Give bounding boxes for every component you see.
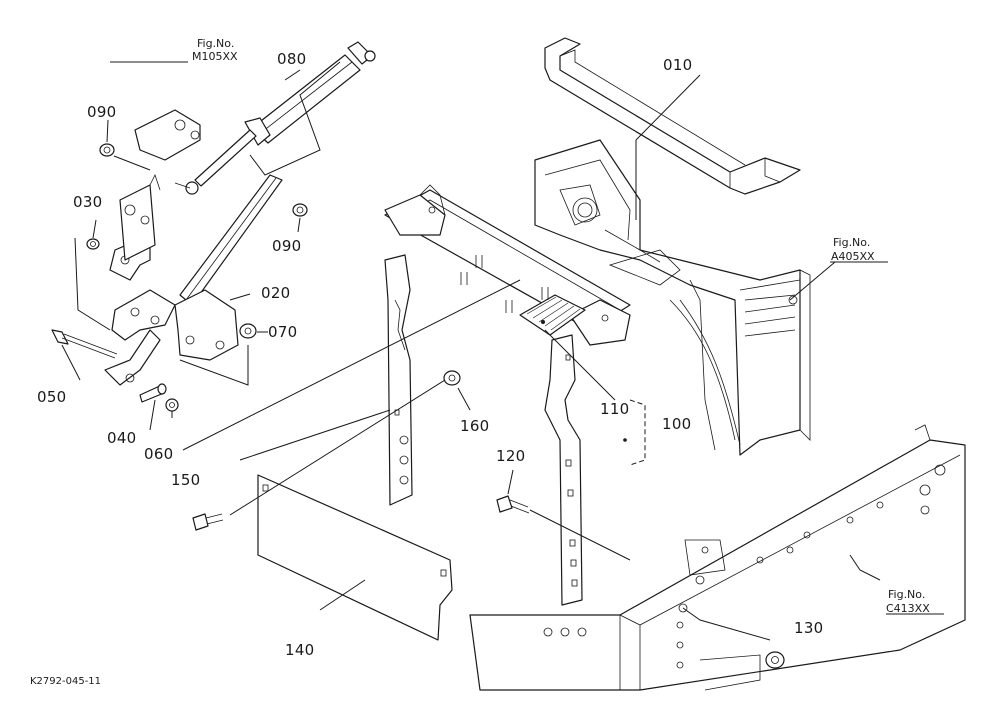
leader-lines [61, 61, 944, 641]
label-160: 160 [460, 417, 490, 435]
label-010: 010 [663, 56, 693, 74]
label-050: 050 [37, 388, 67, 406]
figref-a405-line1: Fig.No. [833, 236, 870, 249]
label-080: 080 [277, 50, 307, 68]
label-090-top: 090 [87, 103, 117, 121]
hardware [51, 143, 785, 669]
label-100: 100 [662, 415, 692, 433]
part-140-panel [257, 474, 453, 641]
figref-m105-line1: Fig.No. [197, 37, 234, 50]
drawing-code: K2792-045-11 [30, 676, 101, 687]
label-040: 040 [107, 429, 137, 447]
part-010-bar [544, 37, 801, 220]
label-020: 020 [261, 284, 291, 302]
label-150: 150 [171, 471, 201, 489]
label-110: 110 [600, 400, 630, 418]
pivot-brackets [119, 109, 201, 261]
label-090-right: 090 [272, 237, 302, 255]
part-100-frame [384, 184, 646, 606]
label-070: 070 [268, 323, 298, 341]
label-140: 140 [285, 641, 315, 659]
figref-a405-line2: A405XX [831, 250, 875, 263]
label-060: 060 [144, 445, 174, 463]
part-labels: 010 080 090 090 030 020 070 050 040 060 … [37, 50, 824, 659]
figref-c413-line1: Fig.No. [888, 588, 925, 601]
label-130: 130 [794, 619, 824, 637]
tractor-body-drawing [469, 139, 966, 691]
figure-references: Fig.No. M105XX Fig.No. A405XX Fig.No. C4… [192, 37, 930, 615]
label-030: 030 [73, 193, 103, 211]
figref-m105-line2: M105XX [192, 50, 238, 63]
part-080-gas-strut [174, 41, 376, 195]
label-120: 120 [496, 447, 526, 465]
figref-c413-line2: C413XX [886, 602, 930, 615]
